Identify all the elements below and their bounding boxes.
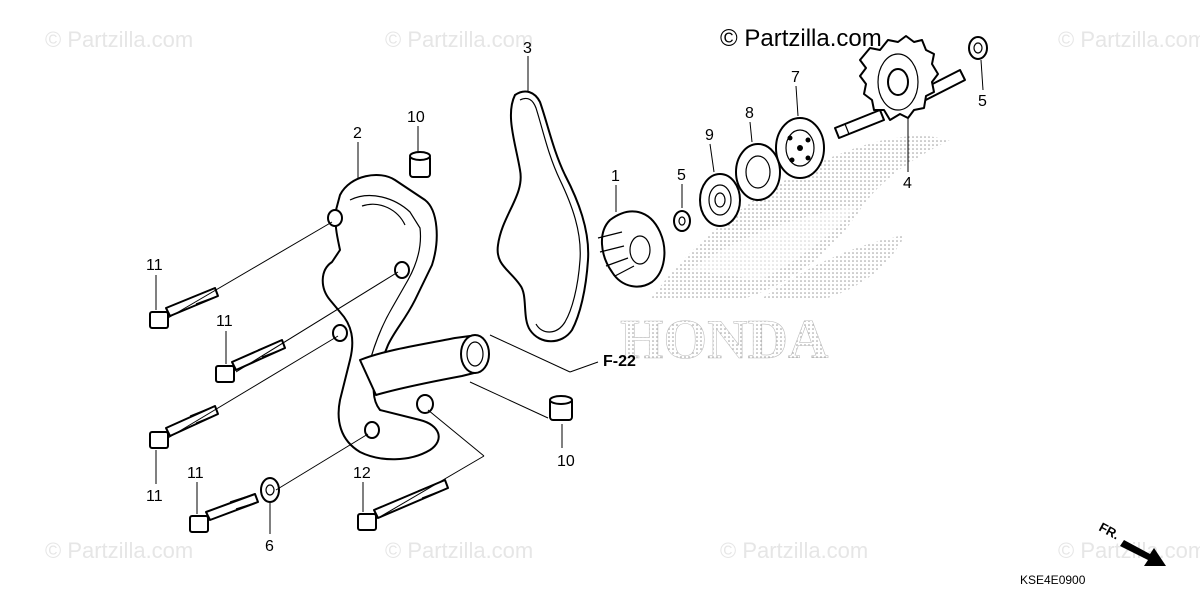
reference-label: F-22 xyxy=(603,353,636,370)
honda-wing-logo: HONDA xyxy=(620,136,950,371)
callout-5: 5 xyxy=(978,93,987,110)
callout-9: 9 xyxy=(705,127,714,144)
watermark-main: © Partzilla.com xyxy=(720,25,882,52)
callout-2: 2 xyxy=(353,125,362,142)
diagram-code: KSE4E0900 xyxy=(1020,573,1086,587)
callout-12: 12 xyxy=(353,465,371,482)
honda-logo-text: HONDA xyxy=(620,309,829,371)
front-arrow-icon xyxy=(1120,540,1166,566)
o-ring xyxy=(496,90,590,343)
bearing-7 xyxy=(775,117,825,179)
seal-9 xyxy=(699,173,741,227)
bolt-11-c xyxy=(149,405,219,449)
callout-3: 3 xyxy=(523,40,532,57)
callout-11: 11 xyxy=(187,465,204,482)
watermark: © Partzilla.com xyxy=(45,27,193,52)
callout-5: 5 xyxy=(677,167,686,184)
pump-shaft-gear xyxy=(834,35,966,139)
callout-4: 4 xyxy=(903,175,912,192)
impeller xyxy=(597,210,666,288)
dowel-pin-bottom xyxy=(549,395,573,421)
pump-cover xyxy=(321,174,490,461)
watermark: © Partzilla.com xyxy=(1058,27,1200,52)
callout-11: 11 xyxy=(146,488,163,505)
callout-10: 10 xyxy=(407,109,425,126)
watermark: © Partzilla.com xyxy=(45,538,193,563)
watermark: © Partzilla.com xyxy=(720,538,868,563)
dowel-pin-top xyxy=(409,151,431,178)
bolt-11-d xyxy=(189,493,259,533)
bolt-11-a xyxy=(149,287,219,329)
bearing-8 xyxy=(735,143,781,201)
callout-11: 11 xyxy=(146,257,163,274)
washer-6 xyxy=(260,477,280,503)
watermark: © Partzilla.com xyxy=(385,27,533,52)
callout-7: 7 xyxy=(791,69,800,86)
callout-8: 8 xyxy=(745,105,754,122)
bolt-11-b xyxy=(215,339,286,383)
bolt-12-long xyxy=(357,479,449,531)
callout-6: 6 xyxy=(265,538,274,555)
watermark: © Partzilla.com xyxy=(385,538,533,563)
washer-5-right xyxy=(968,36,988,60)
callout-10: 10 xyxy=(557,453,575,470)
callout-1: 1 xyxy=(611,168,620,185)
washer-5-left xyxy=(673,210,691,232)
callout-11: 11 xyxy=(216,313,233,330)
leader-lines xyxy=(155,56,984,534)
